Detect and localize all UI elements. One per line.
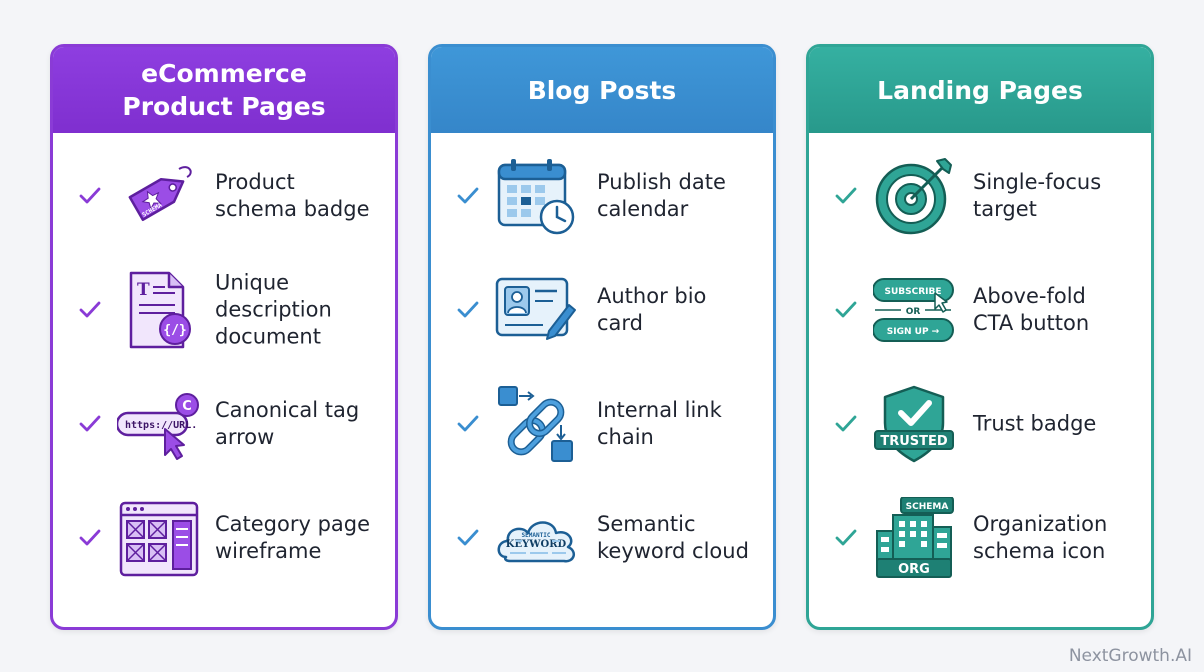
item-label: Single-focus target bbox=[973, 170, 1102, 221]
list-item: TRUSTED Trust badge bbox=[809, 367, 1151, 481]
document-code-icon: T {/} bbox=[129, 271, 191, 349]
check-icon bbox=[835, 301, 857, 318]
item-label: Author bio card bbox=[597, 284, 707, 335]
building-icon: SCHEMA ORG bbox=[876, 497, 954, 578]
item-label: Unique description document bbox=[215, 270, 332, 349]
ecommerce-card: eCommerce Product Pages SCHEMA Product s… bbox=[50, 44, 398, 630]
svg-text:SCHEMA: SCHEMA bbox=[906, 502, 949, 512]
landing-card: Landing Pages Single-focus target SUBSCR… bbox=[806, 44, 1154, 630]
check-icon bbox=[457, 301, 479, 318]
calendar-clock-icon bbox=[497, 159, 575, 235]
list-item: https://URL. C Canonical tag arrow bbox=[53, 367, 395, 481]
check-icon bbox=[457, 529, 479, 546]
item-label: Organization schema icon bbox=[973, 512, 1108, 563]
svg-text:{/}: {/} bbox=[163, 323, 186, 338]
url-cursor-icon: https://URL. C bbox=[117, 393, 199, 460]
target-icon bbox=[875, 158, 952, 235]
item-label: Above-fold CTA button bbox=[973, 284, 1090, 335]
list-item: Publish date calendar bbox=[431, 139, 773, 253]
list-item: Single-focus target bbox=[809, 139, 1151, 253]
author-card-icon bbox=[495, 277, 576, 340]
check-icon bbox=[457, 187, 479, 204]
svg-text:TRUSTED: TRUSTED bbox=[880, 434, 948, 449]
check-icon bbox=[79, 301, 101, 318]
keyword-cloud-icon: SEMANTIC KEYWORD bbox=[497, 521, 576, 563]
list-item: T {/} Unique description document bbox=[53, 253, 395, 367]
svg-text:SIGN UP →: SIGN UP → bbox=[887, 327, 940, 337]
check-icon bbox=[835, 187, 857, 204]
item-label: Publish date calendar bbox=[597, 170, 726, 221]
list-item: Category page wireframe bbox=[53, 481, 395, 595]
cta-buttons-icon: SUBSCRIBE OR SIGN UP → bbox=[873, 278, 954, 342]
shield-check-icon: TRUSTED bbox=[874, 385, 954, 463]
landing-card-title: Landing Pages bbox=[809, 47, 1151, 133]
check-icon bbox=[79, 415, 101, 432]
svg-text:C: C bbox=[182, 399, 192, 414]
wireframe-icon bbox=[119, 501, 199, 577]
check-icon bbox=[835, 415, 857, 432]
svg-text:ORG: ORG bbox=[898, 562, 930, 577]
check-icon bbox=[835, 529, 857, 546]
check-icon bbox=[457, 415, 479, 432]
list-item: SCHEMA Product schema badge bbox=[53, 139, 395, 253]
link-chain-icon bbox=[498, 386, 573, 462]
item-label: Internal link chain bbox=[597, 398, 722, 449]
list-item: SCHEMA ORG Organization schema icon bbox=[809, 481, 1151, 595]
item-label: Trust badge bbox=[973, 411, 1097, 436]
check-icon bbox=[79, 529, 101, 546]
item-label: Semantic keyword cloud bbox=[597, 512, 749, 563]
svg-text:KEYWORD: KEYWORD bbox=[506, 539, 567, 550]
list-item: SUBSCRIBE OR SIGN UP → Above-fold CTA bu… bbox=[809, 253, 1151, 367]
check-icon bbox=[79, 187, 101, 204]
svg-text:SEMANTIC: SEMANTIC bbox=[522, 532, 551, 539]
item-label: Canonical tag arrow bbox=[215, 398, 360, 449]
svg-text:SUBSCRIBE: SUBSCRIBE bbox=[884, 287, 941, 297]
list-item: SEMANTIC KEYWORD Semantic keyword cloud bbox=[431, 481, 773, 595]
blog-card-title: Blog Posts bbox=[431, 47, 773, 133]
list-item: Author bio card bbox=[431, 253, 773, 367]
svg-text:T: T bbox=[137, 280, 150, 300]
watermark: NextGrowth.AI bbox=[1068, 646, 1192, 666]
ecommerce-card-title: eCommerce Product Pages bbox=[53, 47, 395, 133]
item-label: Product schema badge bbox=[215, 170, 370, 221]
item-label: Category page wireframe bbox=[215, 512, 371, 563]
tag-star-icon: SCHEMA bbox=[128, 166, 192, 222]
svg-text:OR: OR bbox=[906, 307, 921, 317]
list-item: Internal link chain bbox=[431, 367, 773, 481]
blog-card: Blog Posts Publish date calendar bbox=[428, 44, 776, 630]
svg-text:https://URL.: https://URL. bbox=[125, 420, 197, 431]
